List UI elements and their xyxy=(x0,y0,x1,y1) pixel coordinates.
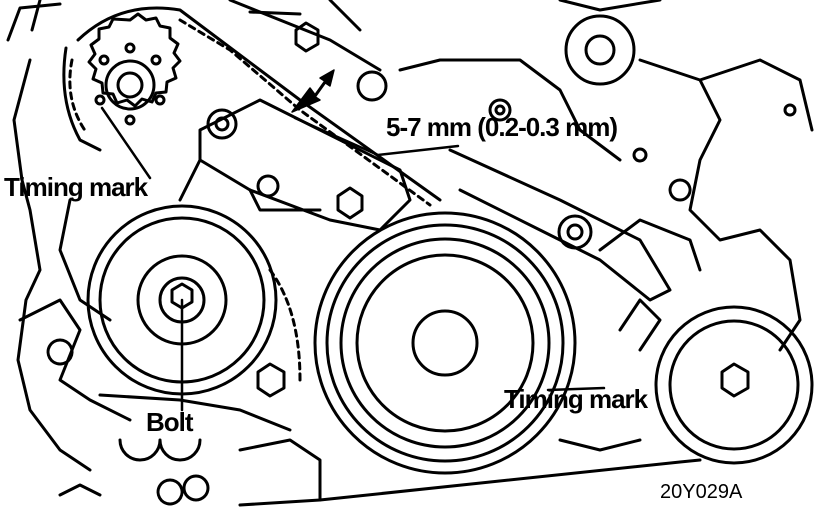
bolt-label: Bolt xyxy=(146,407,194,437)
water-pump-pulley xyxy=(654,305,814,465)
engine-block-outline xyxy=(6,0,382,507)
leader-timing-top xyxy=(100,106,152,180)
timing-belt xyxy=(58,6,442,382)
figure-code: 20Y029A xyxy=(660,481,743,503)
adjusting-arm xyxy=(448,148,702,352)
deflection-arrow-icon xyxy=(291,69,335,113)
leader-timing-bottom xyxy=(546,386,606,392)
timing-mark-label-bottom: Timing mark xyxy=(504,384,648,414)
timing-mark-label-top: Timing mark xyxy=(4,172,148,202)
camshaft-sprocket xyxy=(87,12,182,126)
upper-housing xyxy=(294,0,814,352)
leader-lines xyxy=(100,106,606,412)
leader-belt-deflection xyxy=(293,116,460,157)
lower-bolts xyxy=(182,362,702,502)
crankshaft-pulley xyxy=(313,211,577,475)
belt-deflection-label: 5-7 mm (0.2-0.3 mm) xyxy=(386,112,618,142)
